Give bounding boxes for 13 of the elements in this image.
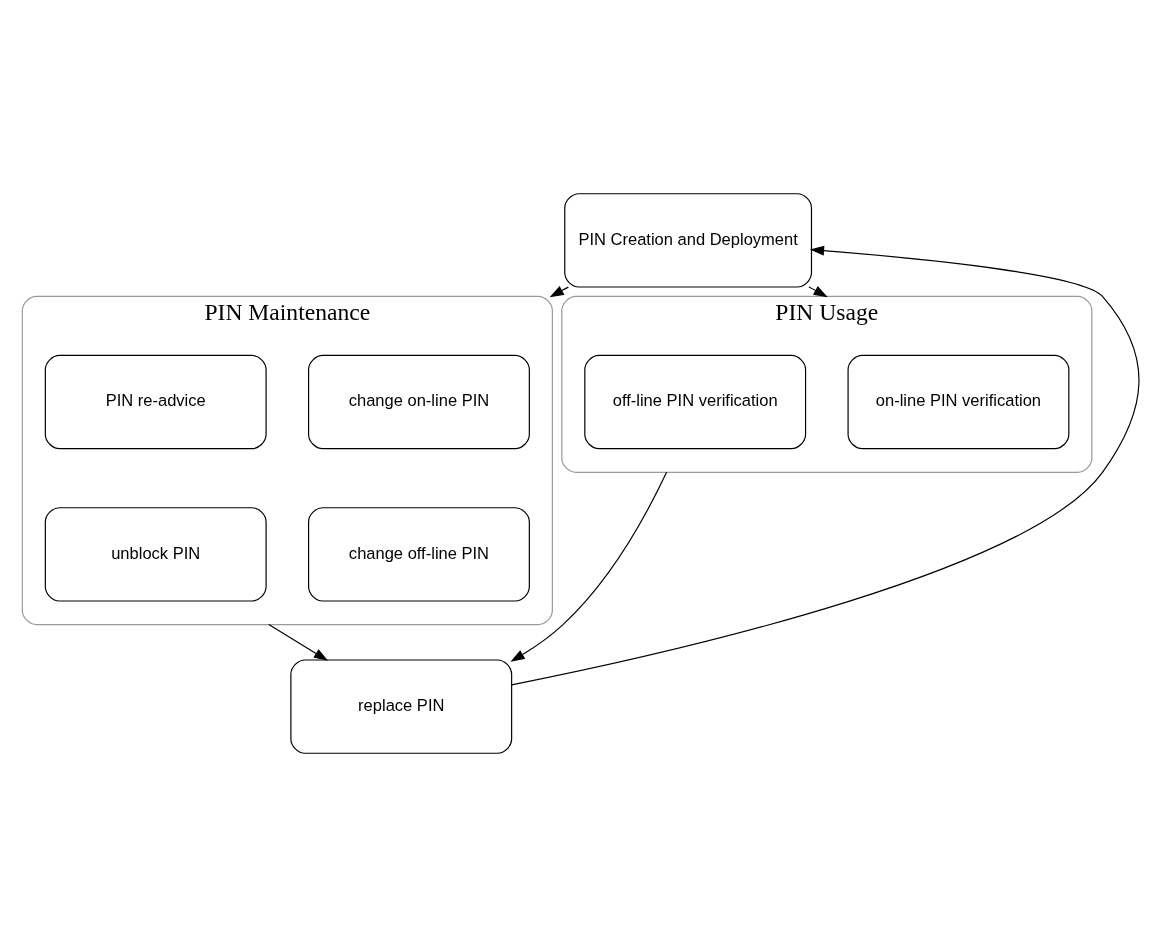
arrow [268, 624, 329, 661]
node-box: change on-line PIN [308, 354, 530, 450]
arrow [511, 245, 1140, 686]
arrow [549, 286, 569, 298]
arrow [510, 471, 668, 662]
node-box: PIN re-advice [44, 354, 267, 450]
node-box: off-line PIN verification [584, 354, 807, 450]
node-box: PIN Creation and Deployment [564, 193, 813, 288]
node-box: change off-line PIN [308, 507, 530, 602]
node-box: replace PIN [290, 659, 513, 754]
node-box: on-line PIN verification [847, 354, 1070, 450]
node-box: unblock PIN [44, 507, 267, 602]
arrow [808, 286, 828, 298]
